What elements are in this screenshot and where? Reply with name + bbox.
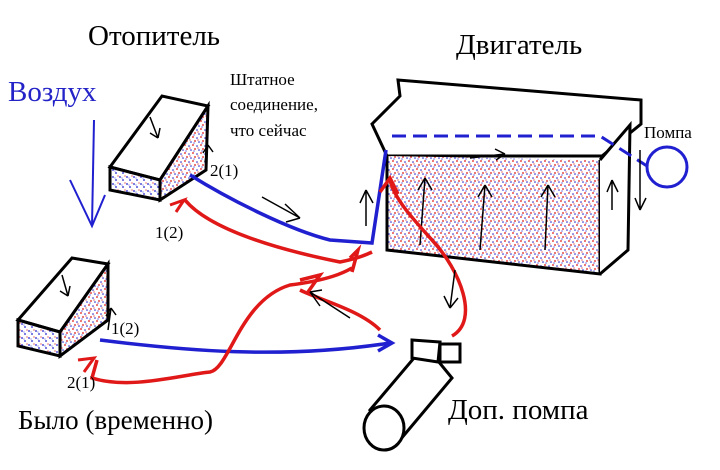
engine-block [370,78,643,276]
cold-lines [99,149,396,354]
flow-arrows [261,189,459,319]
air-label: Воздух [8,76,97,108]
extra-pump [362,338,462,452]
standard-connection-line-2: соединение, [230,95,318,114]
air-arrow [69,119,106,229]
heater-label: Отопитель [88,20,221,52]
engine-pump [392,134,689,211]
standard-connection-line-1: Штатное [230,70,295,89]
standard-connection-line-3: что сейчас [230,121,307,140]
port-lower-out-label: 1(2) [111,319,140,338]
extra-pump-label: Доп. помпа [448,394,589,426]
engine-label: Двигатель [456,29,583,61]
port-upper-out-label: 2(1) [210,161,239,180]
port-lower-in-label: 2(1) [67,373,96,392]
was-temporary-label: Было (временно) [18,405,214,435]
port-upper-in-label: 1(2) [155,223,184,242]
pump-label: Помпа [644,123,692,142]
lower-heater-box [15,256,111,359]
hot-lines [77,174,468,385]
upper-heater-box [107,94,211,203]
port-markers [105,144,214,331]
